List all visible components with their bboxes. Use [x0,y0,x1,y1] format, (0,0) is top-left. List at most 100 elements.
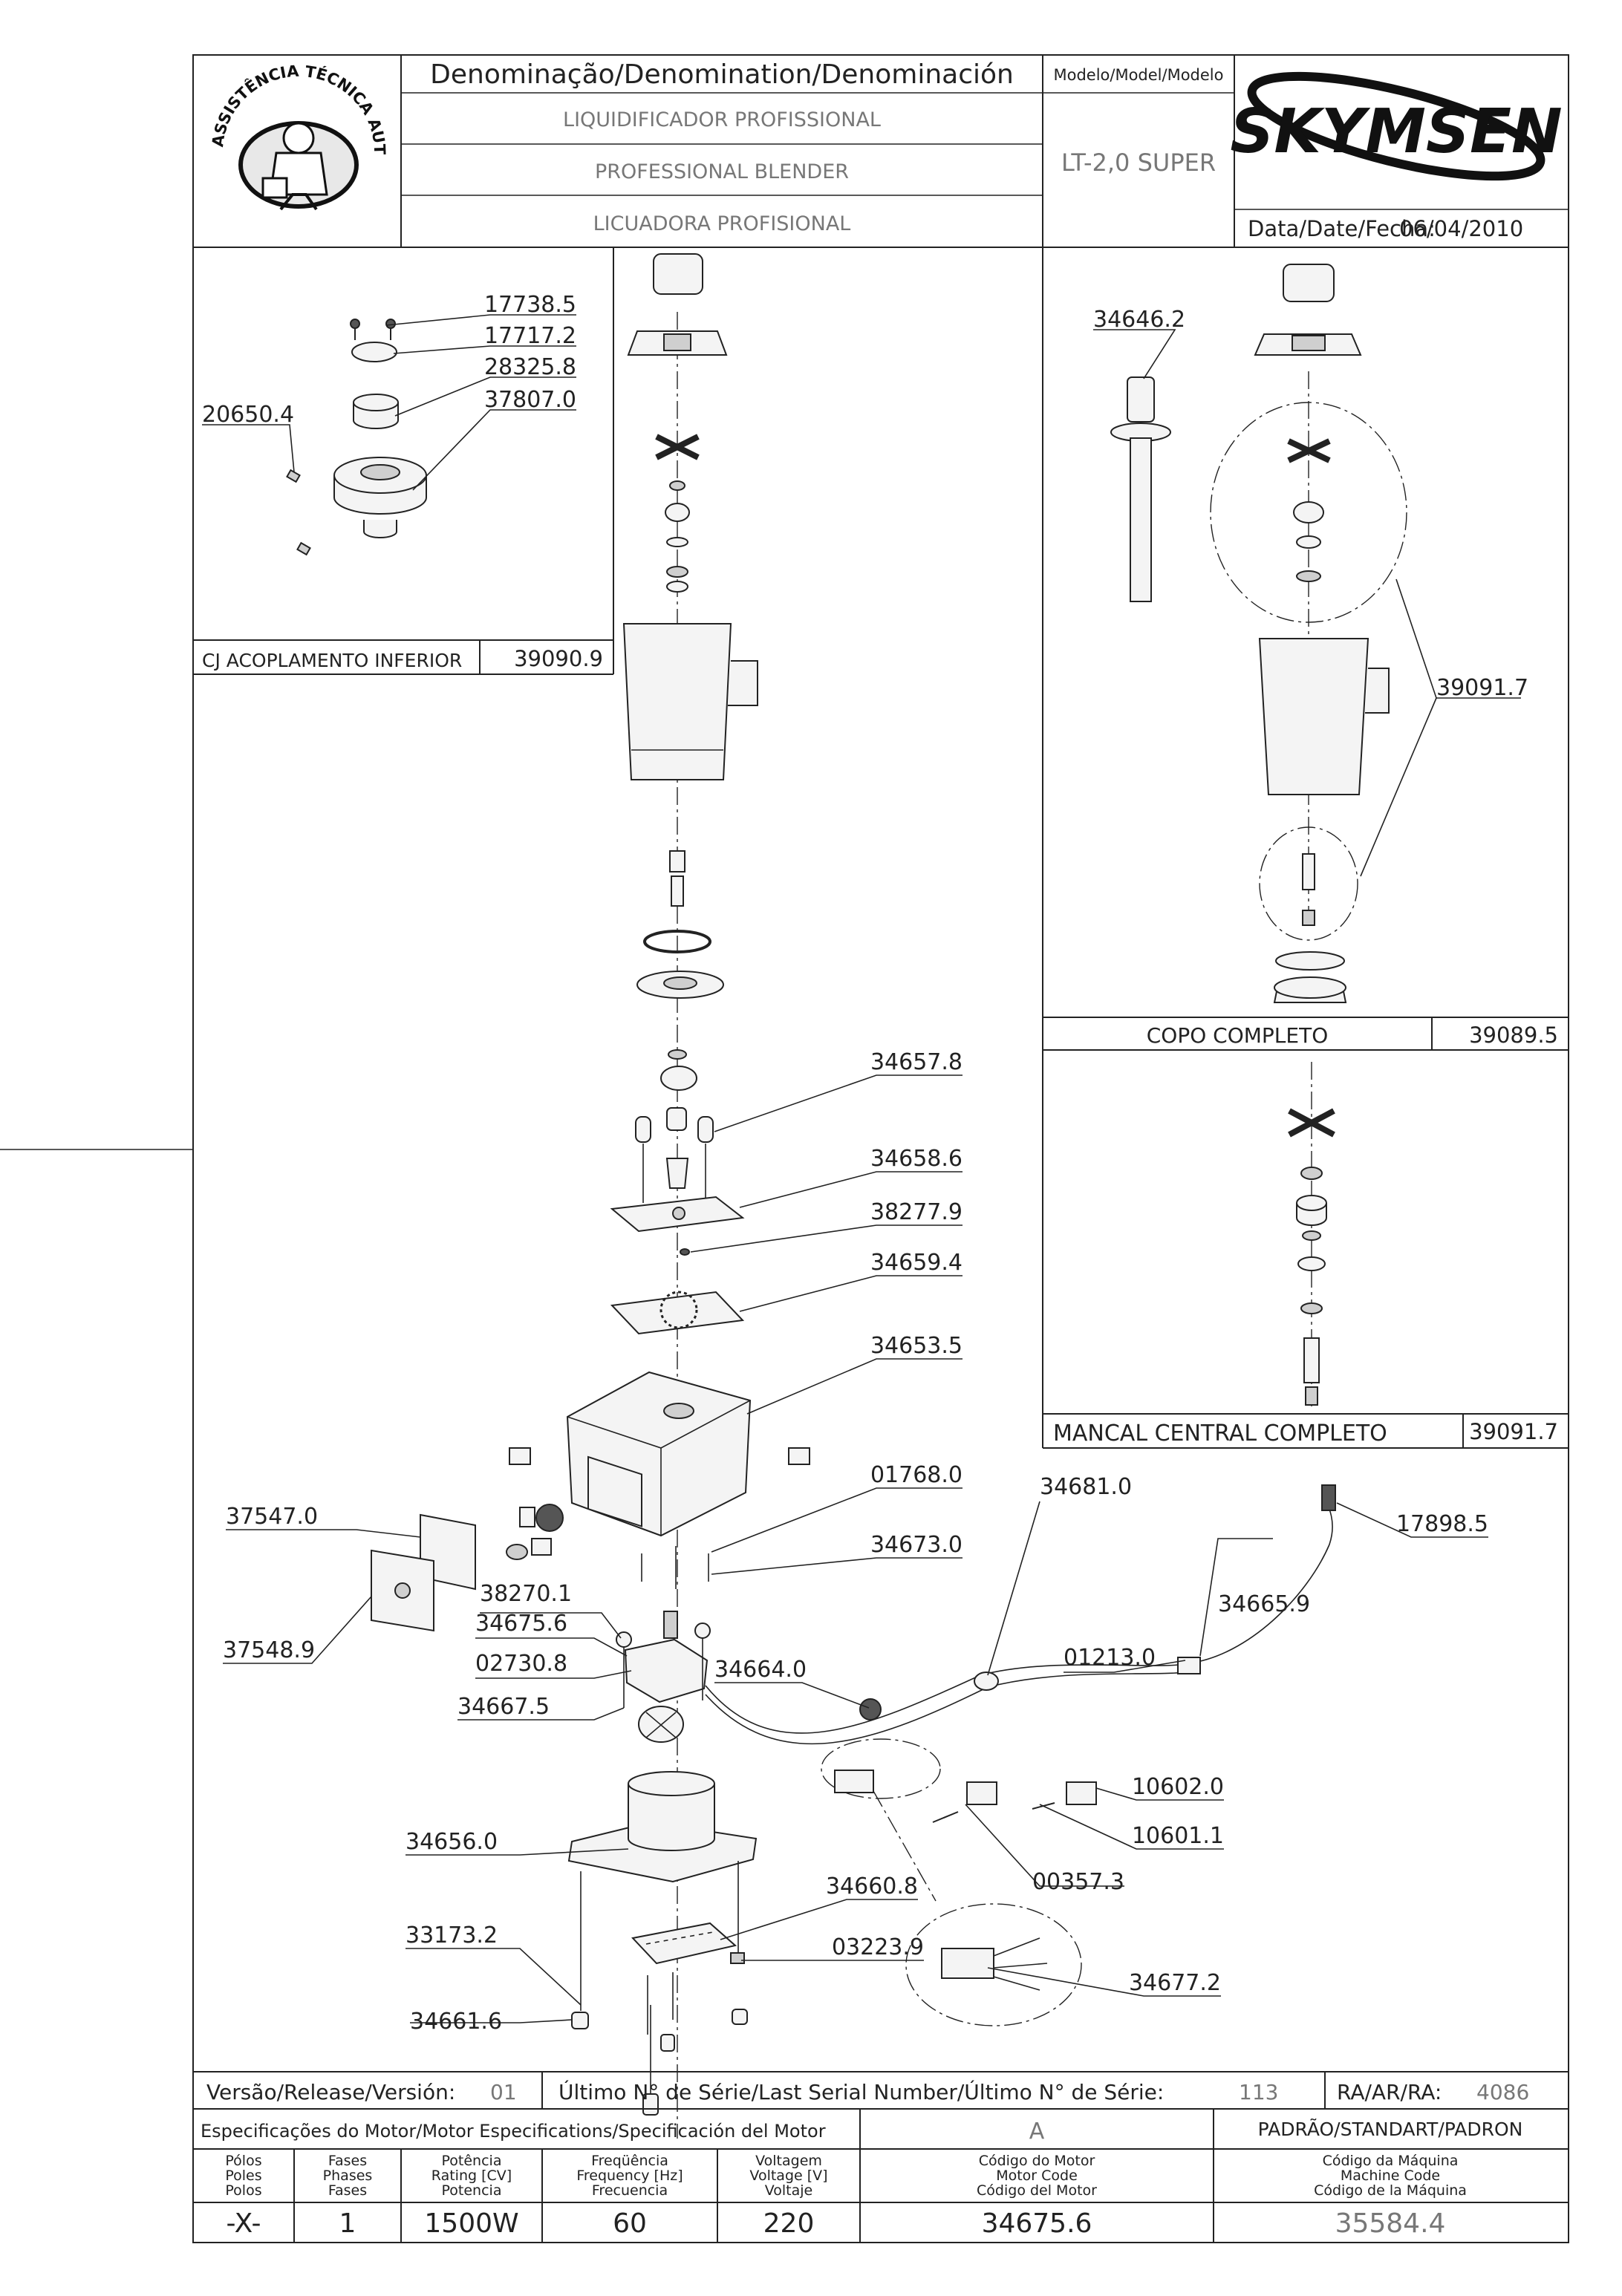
technician-head-icon [282,122,315,154]
phases-header-pt: Fases [328,2153,367,2169]
part-34673-0: 34673.0 [870,1532,963,1558]
part-17898-5: 17898.5 [1396,1511,1488,1537]
poles-header-en: Poles [225,2168,261,2184]
part-34667-5: 34667.5 [457,1694,550,1720]
part-17738-5: 17738.5 [484,292,576,318]
motor-code-header-pt: Código do Motor [979,2153,1095,2169]
brand-logo: SKYMSEN [1230,71,1563,181]
main-exploded-view: 34657.8 34658.6 38277.9 34659.4 34653.5 … [223,253,1488,2139]
machine-code-header-es: Código de la Máquina [1314,2182,1467,2199]
denomination-label: Denominação/Denomination/Denominación [430,59,1014,90]
part-37548-9: 37548.9 [223,1637,315,1663]
part-20650-4: 20650.4 [202,402,294,428]
part-34646-2: 34646.2 [1093,307,1185,333]
product-name-en: PROFESSIONAL BLENDER [595,160,849,183]
part-37547-0: 37547.0 [226,1504,318,1530]
standard-label: PADRÃO/STANDART/PADRON [1258,2118,1523,2140]
lower-coupling-code: 39090.9 [514,646,603,671]
motor-spec-label: Especificações do Motor/Motor Especifica… [201,2121,826,2142]
voltage-header-es: Voltaje [765,2182,813,2199]
part-10602-0: 10602.0 [1132,1774,1224,1800]
part-38270-1: 38270.1 [480,1581,572,1607]
motor-code-value: 34675.6 [982,2208,1092,2239]
frequency-value: 60 [613,2208,647,2239]
motor-code-header-en: Motor Code [996,2168,1078,2184]
part-34658-6: 34658.6 [870,1146,963,1172]
poles-header-pt: Pólos [225,2153,261,2169]
serial-label: Último N° de Série/Last Serial Number/Úl… [558,2079,1164,2104]
voltage-value: 220 [763,2208,815,2239]
motor-code-header-es: Código del Motor [977,2182,1097,2199]
part-34661-6: 34661.6 [410,2009,502,2035]
central-bearing-code: 39091.7 [1469,1419,1558,1444]
power-header-es: Potencia [442,2182,502,2199]
part-01768-0: 01768.0 [870,1462,963,1488]
part-03223-9: 03223.9 [832,1934,924,1960]
part-34657-8: 34657.8 [870,1049,963,1075]
phases-header-es: Fases [328,2182,367,2199]
frequency-header-es: Frecuencia [592,2182,668,2199]
complete-cup-label: COPO COMPLETO [1147,1023,1328,1048]
machine-code-value: 35584.4 [1335,2208,1446,2239]
phases-header-en: Phases [323,2168,373,2184]
product-name-pt: LIQUIDIFICADOR PROFISSIONAL [563,108,881,131]
inset-central-bearing: MANCAL CENTRAL COMPLETO 39091.7 [1043,1062,1569,1449]
part-28325-8: 28325.8 [484,354,576,380]
part-34675-6: 34675.6 [475,1611,567,1637]
poles-value: -X- [226,2208,261,2239]
authorized-service-seal: ASSISTÊNCIA TÉCNICA AUTORIZADA [0,0,388,211]
drawing-frame [0,54,1569,2243]
motor-class: A [1029,2119,1045,2145]
inset-complete-cup: COPO COMPLETO 39089.5 34646.2 39091.7 [1042,247,1569,1448]
toolbox-icon [261,177,288,199]
part-01213-0: 01213.0 [1064,1645,1156,1671]
model-label: Modelo/Model/Modelo [1053,66,1223,84]
part-17717-2: 17717.2 [484,323,576,349]
title-block: Denominação/Denomination/Denominación LI… [193,55,1569,248]
phases-value: 1 [339,2208,356,2239]
part-34664-0: 34664.0 [714,1657,807,1683]
frequency-header-pt: Freqüência [591,2153,668,2169]
ra-label: RA/AR/RA: [1337,2080,1442,2104]
inset-lower-coupling: CJ ACOPLAMENTO INFERIOR 39090.9 17738.5 … [193,247,614,675]
voltage-header-en: Voltage [V] [749,2168,827,2184]
voltage-header-pt: Voltagem [755,2153,822,2169]
central-bearing-label: MANCAL CENTRAL COMPLETO [1053,1421,1387,1447]
part-37807-0: 37807.0 [484,387,576,413]
model-value: LT-2,0 SUPER [1061,149,1216,177]
machine-code-header-pt: Código da Máquina [1323,2153,1459,2169]
spec-column-headers: Pólos Poles Polos Fases Phases Fases Pot… [225,2153,1467,2199]
part-34681-0: 34681.0 [1040,1474,1132,1500]
part-34656-0: 34656.0 [406,1829,498,1855]
date-value: 06/04/2010 [1399,216,1523,241]
machine-code-header-en: Machine Code [1341,2168,1440,2184]
version-value: 01 [490,2080,517,2104]
part-02730-8: 02730.8 [475,1651,567,1677]
part-34665-9: 34665.9 [1218,1591,1310,1617]
ra-value: 4086 [1476,2080,1529,2104]
power-header-en: Rating [CV] [431,2168,512,2184]
part-38277-9: 38277.9 [870,1199,963,1225]
lower-coupling-label: CJ ACOPLAMENTO INFERIOR [202,650,462,671]
version-label: Versão/Release/Versión: [206,2080,455,2104]
spec-column-values: -X- 1 1500W 60 220 34675.6 35584.4 [226,2208,1445,2239]
power-header-pt: Potência [442,2153,502,2169]
power-value: 1500W [424,2208,518,2239]
complete-cup-code: 39089.5 [1469,1023,1558,1048]
serial-value: 113 [1239,2080,1278,2104]
part-39091-7: 39091.7 [1436,675,1528,701]
part-33173-2: 33173.2 [406,1922,498,1948]
product-name-es: LICUADORA PROFISIONAL [593,212,851,235]
part-34677-2: 34677.2 [1129,1970,1221,1996]
brand-logo-text: SKYMSEN [1230,97,1562,167]
part-00357-3: 00357.3 [1032,1869,1124,1895]
poles-header-es: Polos [225,2182,261,2199]
part-34653-5: 34653.5 [870,1333,963,1359]
frequency-header-en: Frequency [Hz] [576,2168,683,2184]
part-34660-8: 34660.8 [826,1873,918,1899]
part-10601-1: 10601.1 [1132,1823,1224,1849]
specification-block: Versão/Release/Versión: 01 Último N° de … [193,2071,1569,2243]
date-label: Data/Date/Fecha: [1248,216,1436,241]
part-34659-4: 34659.4 [870,1250,963,1276]
